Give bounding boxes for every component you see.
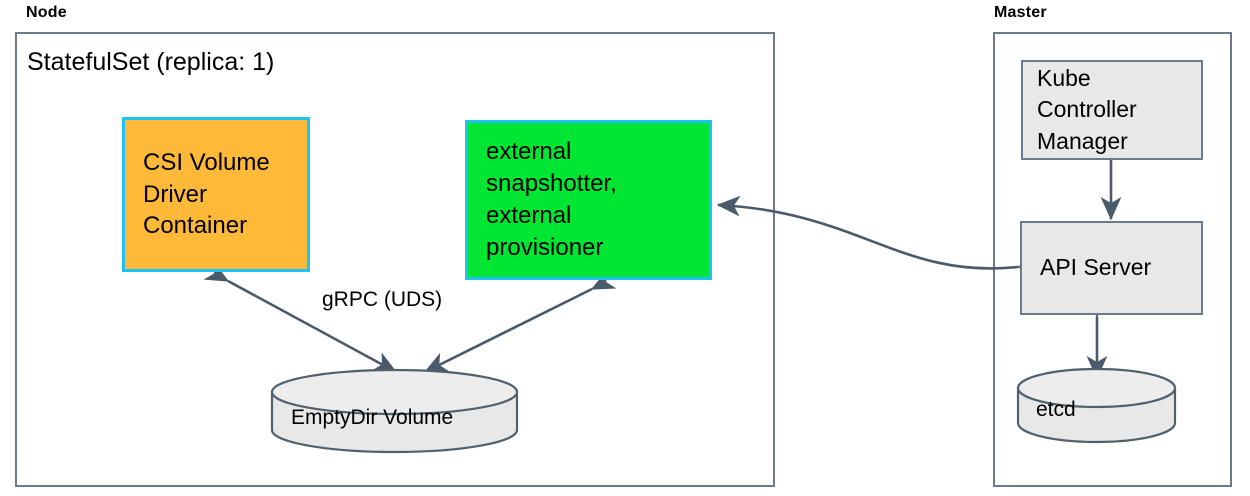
- sidecars-line-3: external: [486, 202, 572, 229]
- sidecars-line-2: snapshotter,: [486, 170, 617, 198]
- etcd-label: etcd: [1036, 398, 1076, 421]
- csi-volume-driver-container[interactable]: CSI Volume Driver Container: [122, 117, 310, 272]
- api-server-box[interactable]: API Server: [1020, 221, 1203, 315]
- kcm-line-3: Manager: [1037, 127, 1128, 154]
- api-server-label: API Server: [1040, 254, 1152, 281]
- sidecars-line-4: provisioner: [486, 233, 604, 261]
- csi-line-2: Driver: [143, 180, 207, 208]
- grpc-uds-label: gRPC (UDS): [322, 288, 443, 311]
- csi-line-1: CSI Volume: [143, 148, 270, 176]
- node-group-label: Node: [26, 4, 67, 21]
- sidecars-line-1: external: [486, 138, 572, 166]
- statefulset-title: StatefulSet (replica: 1): [27, 48, 275, 76]
- emptydir-volume-label: EmptyDir Volume: [291, 406, 454, 429]
- kube-controller-manager-box[interactable]: Kube Controller Manager: [1021, 60, 1203, 160]
- kcm-line-2: Controller: [1037, 96, 1137, 123]
- master-group-label: Master: [994, 4, 1047, 21]
- external-sidecars-container[interactable]: external snapshotter, external provision…: [465, 120, 712, 280]
- kcm-line-1: Kube: [1037, 65, 1091, 92]
- csi-line-3: Container: [143, 212, 248, 240]
